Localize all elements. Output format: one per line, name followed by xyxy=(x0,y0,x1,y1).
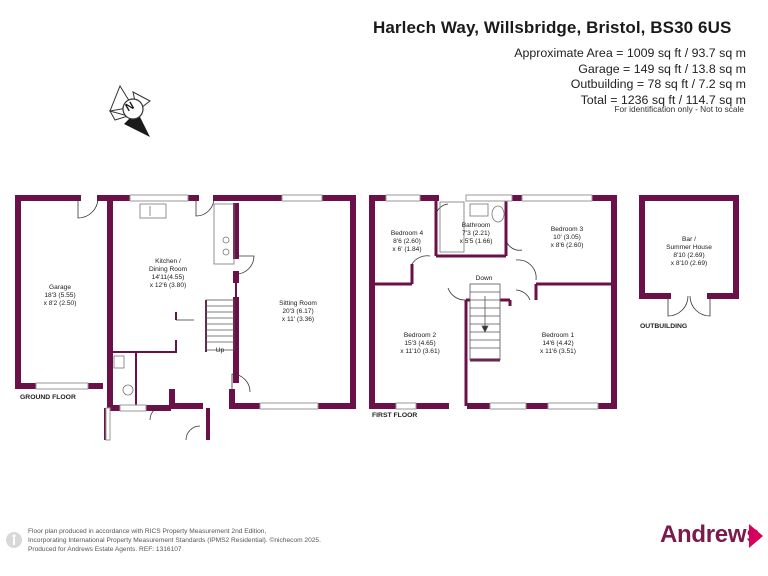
room-dim: x 6' (1.84) xyxy=(392,246,422,253)
room-dim: x 8'10 (2.69) xyxy=(670,260,708,267)
area-summary: Approximate Area = 1009 sq ft / 93.7 sq … xyxy=(514,46,746,108)
room-dim: 8'6 (2.60) xyxy=(393,238,421,245)
room-name: Bedroom 2 xyxy=(403,332,437,339)
outbuilding-label: OUTBUILDING xyxy=(640,323,688,330)
room-bedroom4: Bedroom 4 8'6 (2.60) x 6' (1.84) xyxy=(391,230,423,254)
room-dim: x 11' (3.36) xyxy=(281,316,315,323)
room-name: Bedroom 4 xyxy=(390,230,424,237)
first-floor-stairs xyxy=(469,283,501,361)
room-dim: 14'11(4.55) xyxy=(151,274,185,281)
property-address: Harlech Way, Willsbridge, Bristol, BS30 … xyxy=(373,18,732,37)
ground-floor-stairs xyxy=(205,299,235,351)
ground-floor-windows xyxy=(35,194,323,441)
room-sitting: Sitting Room 20'3 (6.17) x 11' (3.36) xyxy=(279,300,317,324)
compass-icon xyxy=(108,84,151,137)
first-floor-label: FIRST FLOOR xyxy=(372,412,418,419)
first-floor-doors xyxy=(411,203,537,301)
room-dim: 7'3 (2.21) xyxy=(462,230,490,237)
room-bedroom1: Bedroom 1 14'6 (4.42) x 11'6 (3.51) xyxy=(540,332,576,356)
footer-line: Floor plan produced in accordance with R… xyxy=(28,528,267,535)
ground-floor-label: GROUND FLOOR xyxy=(20,394,76,401)
first-floor-walls xyxy=(369,195,617,409)
outbuilding-doors xyxy=(667,295,711,317)
identification-note: For identification only - Not to scale xyxy=(614,104,744,114)
room-name: Bedroom 3 xyxy=(550,226,584,233)
room-name: Garage xyxy=(49,284,71,291)
brand-logo: Andrews xyxy=(660,521,760,548)
stairs-up-label: Up xyxy=(215,347,225,354)
room-name: Dining Room xyxy=(148,266,188,273)
ground-floor-inner xyxy=(110,280,237,407)
room-kitchen: Kitchen / Dining Room 14'11(4.55) x 12'6… xyxy=(149,258,187,290)
footer-line: Produced for Andrews Estate Agents. REF:… xyxy=(28,546,182,554)
room-name: Kitchen / xyxy=(155,258,181,265)
first-floor-windows xyxy=(385,194,599,410)
room-dim: 14'6 (4.42) xyxy=(542,340,574,347)
room-dim: 18'3 (5.55) xyxy=(44,292,76,299)
room-name: Bathroom xyxy=(461,222,491,229)
room-dim: x 11'6 (3.51) xyxy=(540,348,576,355)
total-area: Total = 1236 sq ft / 114.7 sq m xyxy=(580,92,746,107)
brand-chevron-icon xyxy=(749,524,763,548)
garage-area: Garage = 149 sq ft / 13.8 sq m xyxy=(578,61,746,76)
room-name: Bar / xyxy=(682,236,696,243)
porch-walls xyxy=(104,408,210,440)
approximate-area: Approximate Area = 1009 sq ft / 93.7 sq … xyxy=(514,46,746,60)
room-dim: 8'10 (2.69) xyxy=(673,252,705,259)
bathroom-fixtures xyxy=(439,201,505,253)
room-dim: x 12'6 (3.80) xyxy=(149,282,187,289)
room-bedroom3: Bedroom 3 10' (3.05) x 8'6 (2.60) xyxy=(551,226,584,250)
outbuilding-walls xyxy=(639,195,739,299)
room-dim: x 5'5 (1.66) xyxy=(459,238,493,245)
room-dim: 15'3 (4.65) xyxy=(404,340,436,347)
room-dim: x 8'2 (2.50) xyxy=(43,300,77,307)
room-bedroom2: Bedroom 2 15'3 (4.65) x 11'10 (3.61) xyxy=(400,332,440,356)
room-name: Bedroom 1 xyxy=(541,332,575,339)
room-name: Summer House xyxy=(666,244,712,251)
room-bar-summer-house: Bar / Summer House 8'10 (2.69) x 8'10 (2… xyxy=(666,236,712,268)
outbuilding-area: Outbuilding = 78 sq ft / 7.2 sq m xyxy=(570,77,746,91)
kitchen-fixtures xyxy=(113,203,235,396)
room-dim: x 11'10 (3.61) xyxy=(400,348,440,355)
accessibility-icon xyxy=(6,532,22,548)
room-dim: 10' (3.05) xyxy=(553,234,581,241)
room-bathroom: Bathroom 7'3 (2.21) x 5'5 (1.66) xyxy=(460,222,493,246)
room-garage: Garage 18'3 (5.55) x 8'2 (2.50) xyxy=(44,284,77,308)
footer-line: Incorporating International Property Mea… xyxy=(28,537,321,545)
room-dim: 20'3 (6.17) xyxy=(282,308,314,315)
room-name: Sitting Room xyxy=(279,300,317,307)
room-dim: x 8'6 (2.60) xyxy=(550,242,584,249)
ground-floor-doors xyxy=(77,197,255,441)
footer-disclaimer: Floor plan produced in accordance with R… xyxy=(28,527,348,555)
stairs-down-label: Down xyxy=(475,275,493,282)
